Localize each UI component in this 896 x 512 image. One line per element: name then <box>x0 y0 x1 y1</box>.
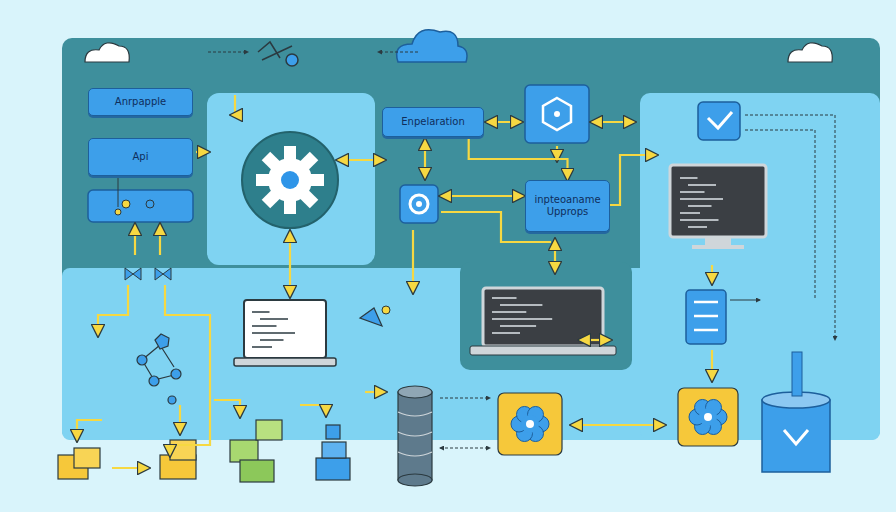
network-icon <box>137 334 181 404</box>
process-box: Anrpapple <box>88 88 193 116</box>
cubes <box>58 420 350 482</box>
service-icon <box>678 388 738 446</box>
process-box: Enpelaration <box>382 107 484 137</box>
box-label: inpteoaname Upprops <box>534 194 601 218</box>
laptop-panel <box>460 262 632 370</box>
box-label: Api <box>133 151 149 163</box>
list-icon <box>686 290 726 344</box>
right-panel <box>640 93 880 440</box>
process-box: inpteoaname Upprops <box>525 180 610 232</box>
api-box <box>88 190 193 222</box>
hexagon-icon <box>543 98 571 130</box>
gear-circle <box>242 132 338 228</box>
box-label: Anrpapple <box>115 96 166 108</box>
box-label: Enpelaration <box>401 116 464 128</box>
gear-icon <box>410 195 428 213</box>
icon-box <box>400 185 438 223</box>
check-icon <box>698 102 740 140</box>
monitor <box>670 165 766 249</box>
icon-box <box>525 85 589 143</box>
gear-icon <box>256 146 324 214</box>
storage-cylinder <box>762 352 830 472</box>
service-icon <box>498 393 562 455</box>
tool-icon <box>258 42 298 66</box>
process-box: Api <box>88 138 193 176</box>
laptop <box>234 300 336 366</box>
triangle-icon <box>360 308 382 326</box>
flow-arrow <box>77 52 835 468</box>
cloud-icon <box>397 30 467 62</box>
teal-frame <box>62 38 880 440</box>
laptop <box>470 288 616 355</box>
bowtie-icon <box>125 268 171 280</box>
database <box>398 386 432 486</box>
connector <box>469 137 568 179</box>
